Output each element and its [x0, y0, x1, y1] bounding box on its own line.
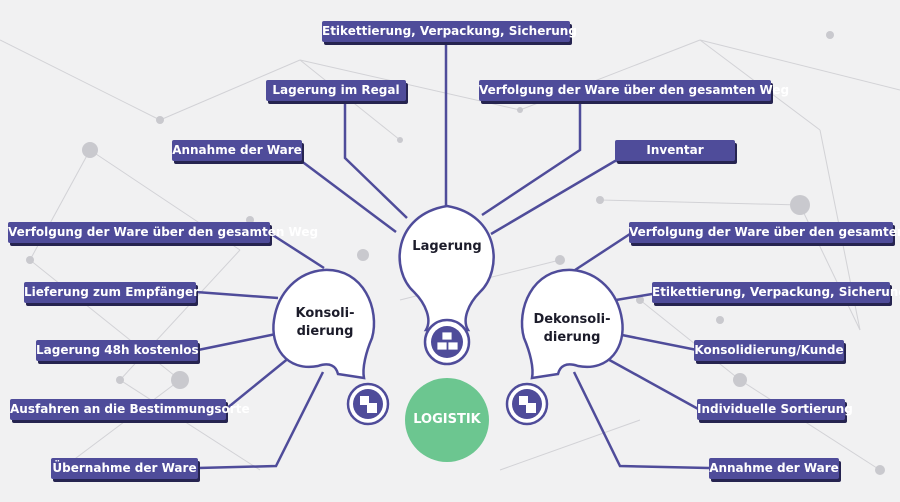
box-transfer-icon	[360, 396, 377, 413]
label-dekonso-1: Verfolgung der Ware über den gesamten We…	[629, 222, 900, 243]
hub-konsolidierung-line2: dierung	[296, 324, 354, 339]
connector-dekonso-2	[615, 291, 659, 302]
connector-dekonso-1	[574, 230, 634, 272]
label-lagerung-1: Etikettierung, Verpackung, Sicherung	[322, 21, 577, 42]
label-konso-1: Verfolgung der Ware über den gesamten We…	[8, 222, 318, 243]
label-lagerung-3: Verfolgung der Ware über den gesamten We…	[479, 80, 789, 101]
connector-konso-1	[267, 230, 325, 270]
label-lagerung-4: Annahme der Ware	[172, 140, 302, 161]
label-konso-3: Lagerung 48h kostenlos	[36, 340, 199, 361]
label-dekonso-3: Konsolidierung/Kunde	[694, 340, 844, 361]
label-konso-4: Ausfahren an die Bestimmungsorte	[10, 399, 250, 420]
center-logistik: LOGISTIK	[405, 378, 489, 462]
connector-dekonso-3	[616, 332, 698, 352]
label-dekonso-2: Etikettierung, Verpackung, Sicherung	[652, 282, 900, 303]
hub-dekonso-shape	[520, 268, 624, 380]
connector-lagerung-4	[299, 159, 397, 233]
connector-lagerung-5	[490, 159, 668, 236]
connector-konso-2	[195, 290, 279, 300]
label-lagerung-5: Inventar	[615, 140, 735, 161]
hub-lagerung-shape	[398, 204, 495, 332]
connector-konso-5	[197, 371, 325, 470]
connector-dekonso-4	[603, 355, 701, 412]
connector-lagerung-2	[343, 101, 408, 219]
label-lagerung-2: Lagerung im Regal	[266, 80, 406, 101]
hub-konsolidierung-label: Konsoli- dierung	[286, 305, 364, 341]
hub-konso-shape	[272, 268, 376, 380]
hub-dekonsolidierung-line2: dierung	[543, 330, 601, 345]
label-dekonso-4: Individuelle Sortierung	[697, 399, 853, 420]
connector-konso-4	[225, 356, 291, 410]
connector-lagerung-3	[481, 100, 582, 217]
connector-dekonso-5	[572, 371, 710, 470]
boxes-stack-icon	[436, 331, 459, 351]
hub-dekonsolidierung-label: Dekonsoli- dierung	[526, 311, 618, 347]
label-dekonso-5: Annahme der Ware	[709, 458, 839, 479]
label-konso-2: Lieferung zum Empfänger	[24, 282, 199, 303]
hub-konsolidierung-line1: Konsoli-	[295, 306, 355, 321]
hub-lagerung-label: Lagerung	[412, 239, 482, 254]
connector-konso-3	[197, 332, 277, 352]
label-konso-5: Übernahme der Ware	[51, 458, 198, 479]
hub-dekonsolidierung-line1: Dekonsoli-	[533, 312, 611, 327]
box-transfer-icon	[519, 396, 536, 413]
